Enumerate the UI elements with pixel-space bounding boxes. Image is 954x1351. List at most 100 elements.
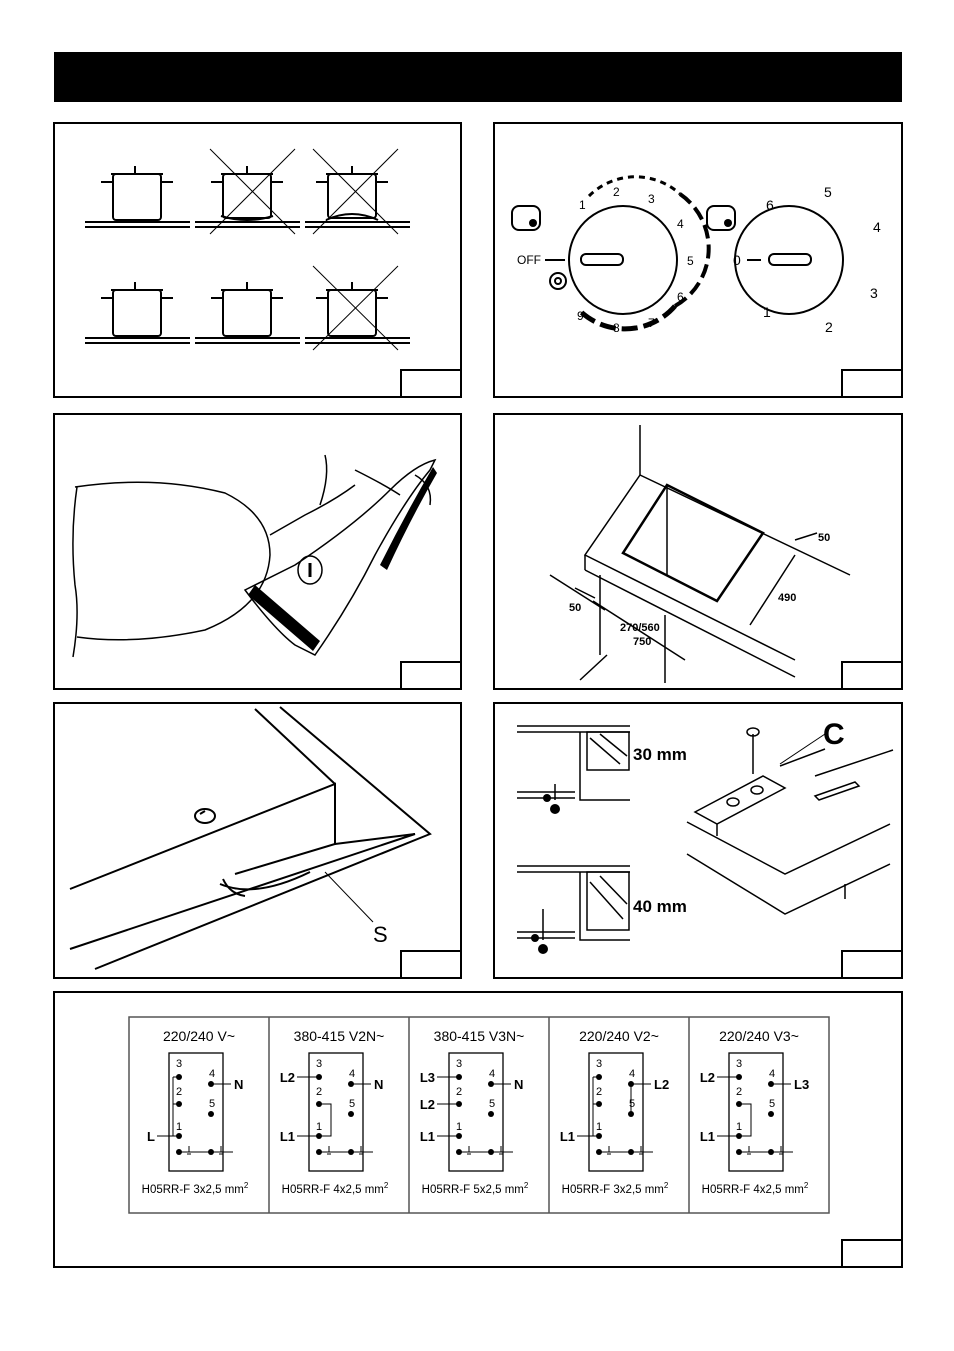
supply-label: L1 (560, 1129, 575, 1144)
scale-left-4: 4 (677, 217, 684, 231)
terminal-1-label: 1 (176, 1121, 182, 1133)
terminal-3-label: 3 (736, 1058, 742, 1070)
voltage-label: 220/240 V~ (163, 1028, 235, 1044)
scraper-illustration (72, 454, 437, 658)
clamps-illustration: 30 mm 40 mm C (517, 718, 894, 954)
terminal-4-label: 4 (209, 1068, 215, 1080)
dim-270-560: 270/560 (620, 622, 660, 634)
cable-spec: H05RR-F 5x2,5 mm2 (422, 1181, 529, 1196)
voltage-label: 380-415 V2N~ (294, 1028, 385, 1044)
clamp-label: C (823, 718, 845, 751)
terminal-block (168, 1052, 224, 1172)
scale-right-4: 4 (873, 219, 881, 235)
terminal-dot (768, 1111, 774, 1117)
dim-750: 750 (633, 636, 651, 648)
scale-left-6: 6 (677, 290, 684, 304)
dim-50-right: 50 (818, 532, 830, 544)
terminal-2-label: 2 (596, 1086, 602, 1098)
dim-490: 490 (778, 592, 796, 604)
bridge (319, 1103, 332, 1137)
panel-clamps: 30 mm 40 mm C (493, 702, 903, 979)
terminal-3-label: 3 (456, 1058, 462, 1070)
scale-left-1: 1 (579, 198, 586, 212)
scale-right-1: 1 (763, 304, 771, 320)
terminal-block (588, 1052, 644, 1172)
terminal-1-label: 1 (736, 1121, 742, 1133)
voltage-label: 380-415 V3N~ (434, 1028, 525, 1044)
figure-number-box (400, 950, 462, 979)
terminal-block (448, 1052, 504, 1172)
terminal-5-label: 5 (489, 1098, 495, 1110)
supply-label: N (374, 1077, 383, 1092)
cable-spec: H05RR-F 3x2,5 mm2 (142, 1181, 249, 1196)
supply-label: L1 (420, 1129, 435, 1144)
terminal-4-label: 4 (769, 1068, 775, 1080)
thickness-30: 30 mm (633, 745, 687, 764)
terminal-4-label: 4 (349, 1068, 355, 1080)
terminal-3-label: 3 (176, 1058, 182, 1070)
supply-label: L2 (420, 1097, 435, 1112)
bridge (739, 1103, 752, 1137)
supply-label: L3 (420, 1070, 435, 1085)
terminal-block (308, 1052, 364, 1172)
panel-seal: S (53, 702, 462, 979)
terminal-5-label: 5 (209, 1098, 215, 1110)
scale-right-2: 2 (825, 319, 833, 335)
supply-label: L (147, 1129, 155, 1144)
off-label: OFF (517, 253, 541, 267)
seal-illustration: S (69, 706, 432, 970)
scale-left-3: 3 (648, 192, 655, 206)
supply-label: N (514, 1077, 523, 1092)
terminal-5-label: 5 (349, 1098, 355, 1110)
scale-left-5: 5 (687, 254, 694, 268)
figure-number-box (841, 1239, 903, 1268)
panel-control-knobs: OFF 1 2 3 4 5 6 7 8 9 0 1 2 3 4 5 6 (493, 122, 903, 398)
scale-left-8: 8 (613, 321, 620, 335)
scale-right-0: 0 (733, 252, 741, 268)
panel-pan-suitability (53, 122, 462, 398)
voltage-label: 220/240 V2~ (579, 1028, 659, 1044)
scale-right-5: 5 (824, 184, 832, 200)
figure-number-box (841, 369, 903, 398)
terminal-dot (488, 1111, 494, 1117)
figure-number-box (400, 369, 462, 398)
voltage-label: 220/240 V3~ (719, 1028, 799, 1044)
supply-label: N (234, 1077, 243, 1092)
terminal-3-label: 3 (596, 1058, 602, 1070)
header-bar (54, 52, 902, 102)
terminal-block (728, 1052, 784, 1172)
supply-label: L3 (794, 1077, 809, 1092)
supply-label: L1 (280, 1129, 295, 1144)
seal-label: S (373, 922, 388, 947)
panel-cutout-dimensions: 50 490 50 270/560 750 (493, 413, 903, 690)
scale-left-2: 2 (613, 185, 620, 199)
figure-number-box (400, 661, 462, 690)
cutout-illustration: 50 490 50 270/560 750 (549, 425, 851, 683)
panel-scraper-cleaning (53, 413, 462, 690)
cable-spec: H05RR-F 4x2,5 mm2 (702, 1181, 809, 1196)
terminal-5-label: 5 (629, 1098, 635, 1110)
wiring-illustration: 220/240 V~ 3 2 1 4 5L N H05RR-F 3x2,5 mm2 380-41… (128, 1016, 830, 1214)
pans-illustration (85, 148, 410, 351)
terminal-1-label: 1 (316, 1121, 322, 1133)
supply-label: L1 (700, 1129, 715, 1144)
supply-label: L2 (700, 1070, 715, 1085)
knobs-illustration: OFF 1 2 3 4 5 6 7 8 9 0 1 2 3 4 5 6 (511, 175, 881, 335)
supply-label: L2 (280, 1070, 295, 1085)
figure-number-box (841, 661, 903, 690)
terminal-dot (348, 1111, 354, 1117)
scale-right-6: 6 (766, 197, 774, 213)
terminal-2-label: 2 (736, 1086, 742, 1098)
terminal-2-label: 2 (456, 1086, 462, 1098)
terminal-3-label: 3 (316, 1058, 322, 1070)
scale-left-7: 7 (648, 316, 655, 330)
scale-left-9: 9 (577, 309, 584, 323)
terminal-1-label: 1 (456, 1121, 462, 1133)
terminal-5-label: 5 (769, 1098, 775, 1110)
thickness-40: 40 mm (633, 897, 687, 916)
dim-50-left: 50 (569, 602, 581, 614)
terminal-dot (208, 1111, 214, 1117)
cable-spec: H05RR-F 4x2,5 mm2 (282, 1181, 389, 1196)
scale-right-3: 3 (870, 285, 878, 301)
